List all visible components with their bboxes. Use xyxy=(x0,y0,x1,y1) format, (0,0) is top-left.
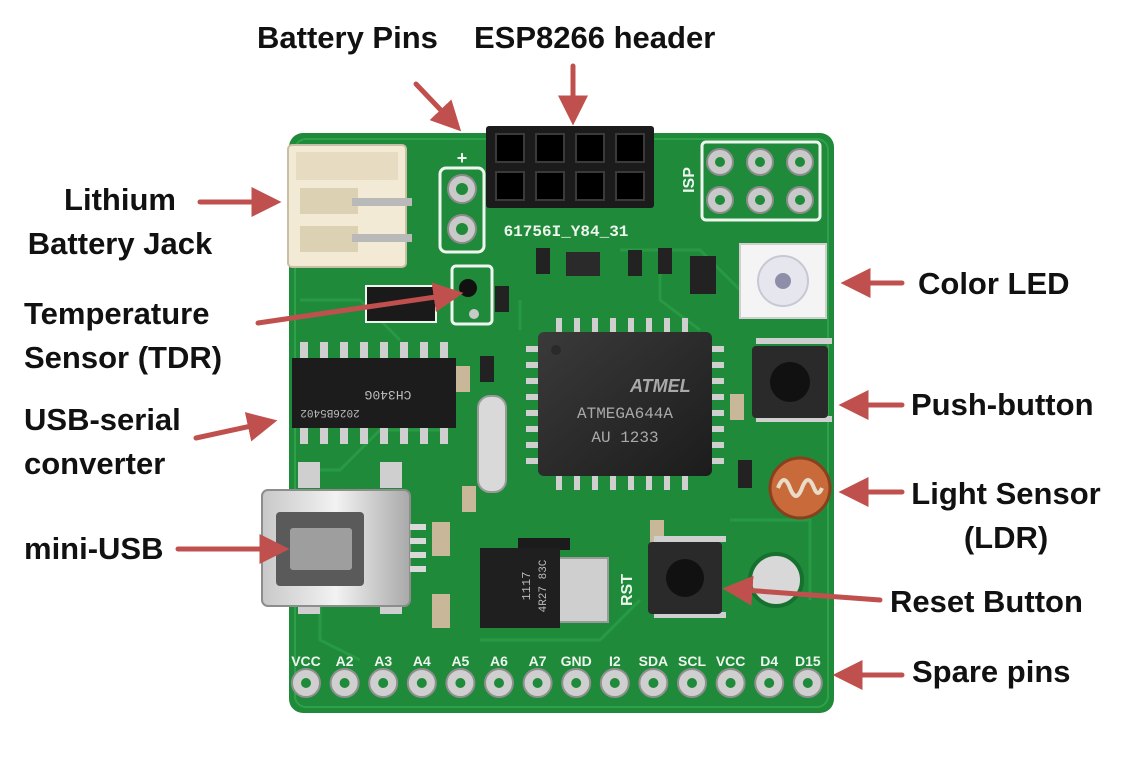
label-usbserial-line1: USB-serial xyxy=(24,402,181,437)
pin-label: A7 xyxy=(529,653,547,669)
atmega-chip: ATMEL ATMEGA644A AU 1233 xyxy=(526,318,724,490)
chip-code: AU 1233 xyxy=(591,429,658,447)
pin-label: A5 xyxy=(451,653,469,669)
regulator-line2: 4R27 83C xyxy=(538,559,550,612)
pin-label: VCC xyxy=(291,653,321,669)
pin-hole xyxy=(571,678,582,688)
spare-pin: SDA xyxy=(638,653,669,698)
label-light-line1: Light Sensor xyxy=(911,476,1101,511)
battery-jack xyxy=(287,144,412,268)
pin-label: I2 xyxy=(609,653,621,669)
spare-pin: A2 xyxy=(329,653,360,698)
mini-usb-connector xyxy=(261,462,426,614)
chip-brand: ATMEL xyxy=(629,376,691,396)
pin-label: A6 xyxy=(490,653,508,669)
label-spare-pins: Spare pins xyxy=(912,654,1071,689)
label-reset-button: Reset Button xyxy=(890,584,1083,619)
spare-pin: A4 xyxy=(406,653,437,698)
pin-label: D4 xyxy=(760,653,778,669)
label-push-button: Push-button xyxy=(911,387,1094,422)
spare-pin: VCC xyxy=(291,653,321,698)
voltage-regulator: 1117 4R27 83C xyxy=(480,538,609,628)
reset-button-part: RST xyxy=(619,536,726,618)
label-light-line2: (LDR) xyxy=(963,520,1049,555)
color-led xyxy=(739,243,827,319)
pin-hole xyxy=(725,678,736,688)
pin-label: D15 xyxy=(795,653,821,669)
pin-hole xyxy=(416,678,427,688)
pin-label: VCC xyxy=(716,653,746,669)
arrow-usb-serial xyxy=(193,412,278,442)
pin-label: A3 xyxy=(374,653,392,669)
label-lithium-line2: Battery Jack xyxy=(27,226,213,261)
spare-pin: I2 xyxy=(599,653,630,698)
smd-resistors xyxy=(432,248,752,628)
callout-arrows xyxy=(175,63,905,690)
pin-hole xyxy=(455,678,466,688)
light-sensor-part xyxy=(768,456,832,520)
label-mini-usb: mini-USB xyxy=(24,531,164,566)
pin-label: SDA xyxy=(639,653,669,669)
crystal xyxy=(477,395,507,493)
arrow-reset-button xyxy=(722,575,883,606)
plus-silk: + xyxy=(457,148,468,168)
label-usb-serial-converter: USB-serial converter xyxy=(24,398,181,486)
pin-hole xyxy=(802,678,813,688)
isp-silk: ISP xyxy=(681,167,698,193)
spare-pin: GND xyxy=(561,653,592,698)
ch340-code: 2026B5402 xyxy=(300,406,359,418)
header-silk-code: 61756I_Y84_31 xyxy=(504,223,629,241)
pin-hole xyxy=(494,678,504,688)
spare-pin: SCL xyxy=(677,653,707,698)
label-color-led: Color LED xyxy=(918,266,1070,301)
label-lithium-line1: Lithium xyxy=(64,182,176,217)
spare-pin: A6 xyxy=(484,653,514,698)
label-temp-line2: Sensor (TDR) xyxy=(24,340,223,375)
pin-hole xyxy=(378,678,389,688)
spare-pin-row: VCC A2 A3 A4 A5 A6 A7 GND I2 SDA SCL VCC D4 D15 xyxy=(291,653,823,698)
pin-label: A2 xyxy=(336,653,354,669)
label-battery-pins: Battery Pins xyxy=(257,20,438,55)
ch340-name: CH340G xyxy=(365,387,412,402)
spare-pin: A3 xyxy=(368,653,399,698)
pin-hole xyxy=(301,678,311,688)
label-esp8266-header: ESP8266 header xyxy=(474,20,716,55)
rst-silk: RST xyxy=(619,574,636,606)
pin-hole xyxy=(532,678,543,688)
label-lithium-battery-jack: Lithium Battery Jack xyxy=(22,178,218,266)
spare-pin: VCC xyxy=(715,653,746,698)
pin-hole xyxy=(764,678,775,688)
spare-pin: A5 xyxy=(445,653,476,698)
arrow-temperature xyxy=(255,282,464,326)
pin-hole xyxy=(687,678,697,688)
label-light-sensor: Light Sensor (LDR) xyxy=(906,472,1106,560)
pin-label: GND xyxy=(561,653,592,669)
label-usbserial-line2: converter xyxy=(24,446,166,481)
spare-pin: D4 xyxy=(754,653,785,698)
pin-label: A4 xyxy=(413,653,431,669)
chip-model: ATMEGA644A xyxy=(577,405,673,423)
usb-serial-chip: CH340G 2026B5402 xyxy=(292,342,456,444)
pin-label: SCL xyxy=(678,653,706,669)
label-temp-line1: Temperature xyxy=(24,296,210,331)
regulator-line1: 1117 xyxy=(520,572,534,601)
push-button-part xyxy=(752,338,832,422)
spare-pin: A7 xyxy=(522,653,553,698)
isp-pads: ISP xyxy=(681,140,822,222)
arrow-battery-pins xyxy=(413,81,462,132)
esp8266-header: 61756I_Y84_31 xyxy=(486,126,654,241)
battery-pins: + xyxy=(438,148,486,254)
pin-hole xyxy=(648,678,659,688)
pin-hole xyxy=(609,678,620,688)
pin-hole xyxy=(339,678,350,688)
spare-pin: D15 xyxy=(792,653,823,698)
label-temperature-sensor: Temperature Sensor (TDR) xyxy=(24,292,222,380)
